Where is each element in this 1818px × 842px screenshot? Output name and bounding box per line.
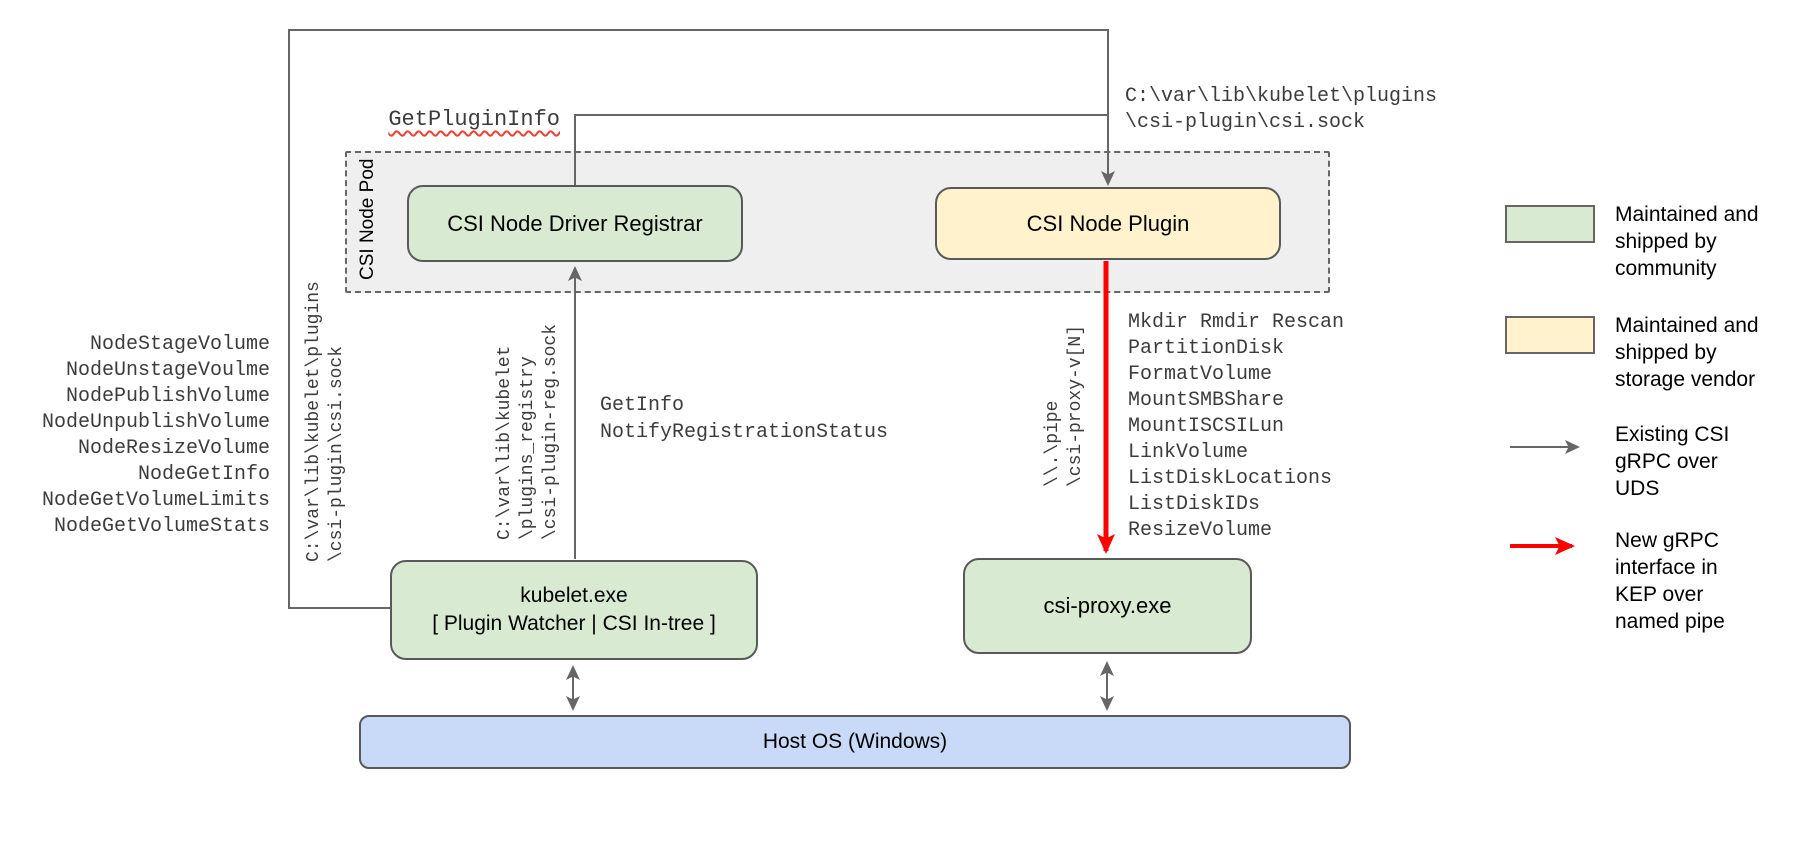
- list-line: GetInfo: [600, 394, 685, 417]
- list-line: Existing CSI: [1615, 423, 1730, 446]
- list-line: ListDiskLocations: [1128, 467, 1333, 490]
- list-line: shipped by: [1615, 230, 1717, 253]
- list-line: \csi-plugin\csi.sock: [1125, 111, 1366, 134]
- host-os-box: Host OS (Windows): [359, 715, 1351, 769]
- list-line: \plugins_registry: [518, 356, 538, 540]
- registry-sock-vertical-label: C:\var\lib\kubelet\plugins_registry\csi-…: [494, 324, 563, 540]
- list-line: shipped by: [1615, 341, 1717, 364]
- list-line: \csi-proxy-v[N]: [1066, 324, 1086, 487]
- list-line: NodeUnstageVoulme: [65, 359, 270, 382]
- list-line: NodeStageVolume: [89, 333, 270, 356]
- named-pipe-vertical-label: \\.\pipe\csi-proxy-v[N]: [1042, 325, 1088, 487]
- get-plugin-info-label: GetPluginInfo: [388, 107, 560, 132]
- list-line: \csi-plugin\csi.sock: [327, 345, 347, 562]
- list-line: community: [1615, 257, 1717, 280]
- csi-proxy-box: csi-proxy.exe: [963, 558, 1252, 654]
- legend-vendor-swatch: [1505, 316, 1595, 354]
- list-line: Maintained and: [1615, 314, 1759, 337]
- list-line: New gRPC: [1615, 529, 1719, 552]
- list-line: PartitionDisk: [1128, 337, 1285, 360]
- kubelet-box: kubelet.exe [ Plugin Watcher | CSI In-tr…: [390, 560, 758, 660]
- list-line: KEP over: [1615, 583, 1704, 606]
- list-line: \\.\pipe: [1043, 400, 1063, 487]
- list-line: \csi-plugin-reg.sock: [541, 323, 561, 540]
- list-line: LinkVolume: [1128, 441, 1249, 464]
- list-line: NodeGetInfo: [137, 463, 270, 486]
- plugin-label: CSI Node Plugin: [1026, 210, 1190, 236]
- list-line: NodeUnpublishVolume: [41, 411, 270, 434]
- get-plugin-info-line: [574, 114, 1107, 186]
- list-line: Mkdir Rmdir Rescan: [1128, 311, 1345, 334]
- list-line: gRPC over: [1615, 450, 1718, 473]
- list-line: named pipe: [1615, 610, 1725, 633]
- list-line: interface in: [1615, 556, 1718, 579]
- list-line: NotifyRegistrationStatus: [600, 421, 889, 444]
- kubelet-label-line1: kubelet.exe: [520, 584, 628, 607]
- gray-arrow-icon: [1510, 440, 1580, 454]
- list-line: storage vendor: [1615, 368, 1756, 391]
- list-line: UDS: [1615, 477, 1660, 500]
- list-line: FormatVolume: [1128, 363, 1273, 386]
- list-line: NodeResizeVolume: [77, 437, 270, 460]
- list-line: MountSMBShare: [1128, 389, 1285, 412]
- list-line: C:\var\lib\kubelet\plugins: [304, 281, 324, 562]
- kubelet-label-line2: [ Plugin Watcher | CSI In-tree ]: [432, 612, 716, 635]
- list-line: NodeGetVolumeStats: [53, 515, 270, 538]
- legend-community-text: Maintained and shipped by community: [1615, 201, 1759, 282]
- red-arrow-icon: [1510, 537, 1575, 555]
- list-line: Maintained and: [1615, 203, 1759, 226]
- list-line: ResizeVolume: [1128, 519, 1273, 542]
- list-line: ListDiskIDs: [1128, 493, 1261, 516]
- legend-community-swatch: [1505, 205, 1595, 243]
- csi-sock-path-label: C:\var\lib\kubelet\plugins \csi-plugin\cs…: [1125, 84, 1437, 136]
- list-line: C:\var\lib\kubelet\plugins: [1125, 85, 1438, 108]
- csi-proxy-label: csi-proxy.exe: [1043, 593, 1172, 618]
- list-line: NodeGetVolumeLimits: [41, 489, 270, 512]
- plugin-sock-vertical-label: C:\var\lib\kubelet\plugins\csi-plugin\cs…: [303, 281, 349, 562]
- list-line: NodePublishVolume: [65, 385, 270, 408]
- registrar-label: CSI Node Driver Registrar: [447, 210, 703, 236]
- csi-node-driver-registrar-box: CSI Node Driver Registrar: [407, 185, 743, 262]
- legend-vendor-text: Maintained and shipped by storage vendor: [1615, 312, 1759, 393]
- list-line: C:\var\lib\kubelet: [495, 345, 515, 540]
- legend-new-grpc-text: New gRPC interface in KEP over named pipe: [1615, 527, 1725, 635]
- list-line: MountISCSILun: [1128, 415, 1285, 438]
- uds-node-rpc-line: [288, 29, 1115, 609]
- host-os-label: Host OS (Windows): [762, 730, 948, 753]
- csi-node-plugin-box: CSI Node Plugin: [935, 187, 1281, 260]
